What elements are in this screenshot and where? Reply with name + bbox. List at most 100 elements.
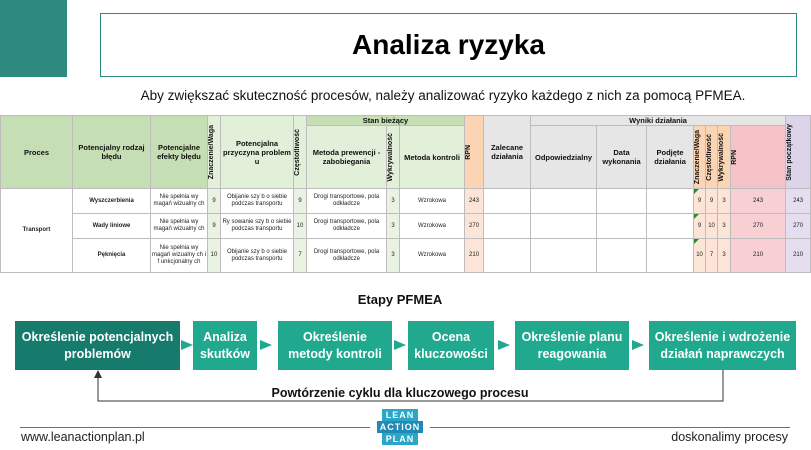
cause-cell: Ry sowanie szy b o siebie podczas transp…: [220, 213, 294, 239]
col-date: Data wykonania: [596, 125, 648, 189]
arrow-right-icon: [260, 340, 272, 350]
occ-cell: 7: [293, 238, 307, 273]
process-cell: Transport: [0, 188, 73, 273]
det-cell: 3: [386, 238, 400, 273]
rpn-cell: 210: [464, 238, 485, 273]
responsible-cell: [530, 188, 598, 214]
sev-cell: 9: [207, 213, 221, 239]
flow-title: Etapy PFMEA: [357, 292, 443, 307]
date-cell: [596, 213, 648, 239]
flow-step-corrective-actions: Określenie i wdrożenie działań naprawczy…: [649, 321, 796, 370]
footer-tagline: doskonalimy procesy: [671, 430, 788, 444]
col-detection2: Wykrywalność: [717, 125, 732, 189]
responsible-cell: [530, 238, 598, 273]
initial-cell: 270: [785, 213, 811, 239]
det2-cell: 3: [717, 238, 732, 273]
occ2-cell: 9: [705, 188, 719, 214]
taken-cell: [646, 238, 695, 273]
subtitle: Aby zwiększać skuteczność procesów, nale…: [0, 88, 800, 103]
occ2-cell: 7: [705, 238, 719, 273]
prevention-cell: Drogi transportowe, pola odkładcze: [306, 188, 387, 214]
rpn2-cell: 243: [730, 188, 787, 214]
rpn2-cell: 210: [730, 238, 787, 273]
col-initial-label: Stan początkowy: [786, 123, 794, 181]
corner-accent-block: [0, 0, 67, 77]
loop-label: Powtórzenie cyklu dla kluczowego procesu: [271, 386, 529, 400]
pfmea-table-wrapper: Proces Potencjalny rodzaj błędu Potencja…: [0, 115, 811, 273]
col-rpn: RPN: [464, 115, 485, 189]
arrow-right-icon: [394, 340, 406, 350]
table-row: Wady liniowe Nie spełnia wy magań wizual…: [1, 213, 811, 239]
page-title: Analiza ryzyka: [352, 29, 545, 60]
table-row: Pęknięcia Nie spełnia wy magań wizualny …: [1, 238, 811, 273]
date-cell: [596, 238, 648, 273]
sev2-cell: 10: [693, 238, 707, 273]
occ2-cell: 10: [705, 213, 719, 239]
col-severity-label: Znaczenie/Waga: [208, 124, 215, 180]
failure-cell: Pęknięcia: [72, 238, 151, 273]
failure-cell: Wyszczerbienia: [72, 188, 151, 214]
title-box: Analiza ryzyka: [100, 13, 797, 77]
occ-cell: 9: [293, 188, 307, 214]
loop-connector: [94, 370, 724, 402]
recommended-cell: [483, 213, 532, 239]
flow-step-control-method: Określenie metody kontroli: [278, 321, 392, 370]
col-initial: Stan początkowy: [785, 115, 811, 189]
col-occurrence2: Częstotliwość: [705, 125, 719, 189]
taken-cell: [646, 213, 695, 239]
col-detection2-label: Wykrywalność: [718, 132, 726, 182]
col-responsible: Odpowiedzialny: [530, 125, 598, 189]
col-rpn2-label: RPN: [731, 149, 739, 165]
control-cell: Wzrokowa: [398, 238, 466, 273]
subtitle-text: Aby zwiększać skuteczność procesów, nale…: [140, 88, 746, 103]
effect-cell: Nie spełnia wy magań wizualny ch: [150, 188, 208, 214]
sev-cell: 10: [207, 238, 221, 273]
col-occurrence-label: Częstotliwość: [294, 128, 301, 176]
group-current: Stan bieżący: [305, 115, 466, 126]
col-effects: Potencjalne efekty błędu: [150, 115, 208, 189]
col-occurrence2-label: Częstotliwość: [706, 133, 714, 181]
sev2-cell: 9: [693, 213, 707, 239]
flow-step-identify-problems: Określenie potencjalnych problemów: [15, 321, 180, 370]
sev-cell: 9: [207, 188, 221, 214]
flow-step-effects-analysis: Analiza skutków: [193, 321, 257, 370]
col-severity2: Znaczenie/Waga: [693, 125, 707, 189]
col-process: Proces: [0, 115, 73, 189]
occ-cell: 10: [293, 213, 307, 239]
det-cell: 3: [386, 213, 400, 239]
col-recommended: Zalecane działania: [483, 115, 532, 189]
logo-line-3: PLAN: [381, 433, 419, 445]
logo-line-2: ACTION: [376, 421, 424, 433]
table-row: Transport Wyszczerbienia Nie spełnia wy …: [0, 188, 811, 273]
col-failure-mode: Potencjalny rodzaj błędu: [72, 115, 151, 189]
col-taken: Podjęte działania: [646, 125, 695, 189]
det-cell: 3: [386, 188, 400, 214]
det2-cell: 3: [717, 213, 732, 239]
det2-cell: 3: [717, 188, 732, 214]
footer-website[interactable]: www.leanactionplan.pl: [21, 430, 145, 444]
cause-cell: Obijanie szy b o siebie podczas transpor…: [220, 238, 294, 273]
taken-cell: [646, 188, 695, 214]
flow-step-response-plan: Określenie planu reagowania: [515, 321, 629, 370]
logo-line-1: LEAN: [381, 409, 419, 421]
effect-cell: Nie spełnia wy magań wizualny ch i f unk…: [150, 238, 208, 273]
sev2-cell: 9: [693, 188, 707, 214]
arrow-right-icon: [498, 340, 510, 350]
recommended-cell: [483, 238, 532, 273]
recommended-cell: [483, 188, 532, 214]
col-rpn2: RPN: [730, 125, 787, 189]
lean-action-plan-logo: LEAN ACTION PLAN: [370, 409, 430, 449]
col-detection: Wykrywalność: [386, 125, 400, 189]
pfmea-table: Proces Potencjalny rodzaj błędu Potencja…: [0, 115, 811, 273]
initial-cell: 210: [785, 238, 811, 273]
arrow-right-icon: [181, 340, 193, 350]
col-severity: Znaczenie/Waga: [207, 115, 221, 189]
prevention-cell: Drogi transportowe, pola odkładcze: [306, 213, 387, 239]
effect-cell: Nie spełnia wy magań wizualny ch: [150, 213, 208, 239]
rpn-cell: 243: [464, 188, 485, 214]
date-cell: [596, 188, 648, 214]
col-control: Metoda kontroli: [398, 125, 466, 189]
control-cell: Wzrokowa: [398, 213, 466, 239]
failure-cell: Wady liniowe: [72, 213, 151, 239]
col-occurrence: Częstotliwość: [293, 115, 307, 189]
